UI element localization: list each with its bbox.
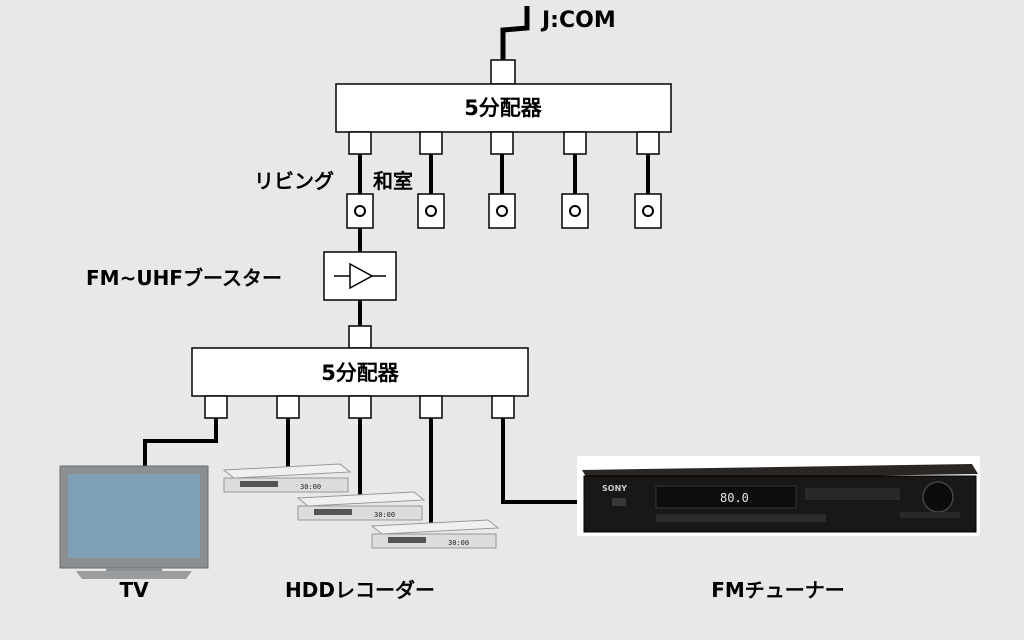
booster-label: FM~UHFブースター — [86, 266, 282, 290]
amplifier-icon — [334, 262, 386, 290]
living-room-label: リビング — [254, 169, 334, 193]
bottom-splitter-outputs — [204, 395, 515, 419]
bottom-splitter-label: 5分配器 — [321, 361, 400, 385]
wall-outlet — [488, 193, 516, 229]
tv-label: TV — [119, 578, 149, 602]
wall-outlets — [346, 193, 662, 229]
hdd-recorder-icon: 30:00 — [370, 519, 500, 549]
hdd-recorder-icon: 30:00 — [222, 463, 352, 493]
wall-outlet — [561, 193, 589, 229]
top-splitter-label: 5分配器 — [464, 96, 543, 120]
hdd-recorder-label: HDDレコーダー — [285, 578, 435, 602]
fm-tuner-icon: SONY 80.0 — [577, 456, 980, 536]
tv-icon — [59, 465, 209, 579]
wall-outlet — [417, 193, 445, 229]
bottom-splitter-input — [348, 325, 372, 349]
recorder-display: 30:00 — [300, 483, 321, 491]
hdd-recorder-icon: 30:00 — [296, 491, 426, 521]
antenna-label: J:COM — [540, 8, 616, 33]
fm-tuner-label: FMチューナー — [711, 578, 845, 602]
tuner-brand: SONY — [602, 484, 627, 493]
antenna-connector — [490, 59, 516, 85]
device-wires — [143, 418, 582, 524]
recorder-display: 30:00 — [448, 539, 469, 547]
wall-outlet — [346, 193, 374, 229]
tuner-display: 80.0 — [720, 491, 749, 505]
antenna-icon — [500, 6, 530, 60]
top-drop-wires — [358, 154, 650, 194]
washitsu-label: 和室 — [373, 169, 413, 193]
recorder-display: 30:00 — [374, 511, 395, 519]
top-splitter-outputs — [348, 131, 660, 155]
top-splitter — [335, 83, 672, 133]
bottom-splitter — [191, 347, 529, 397]
wall-outlet — [634, 193, 662, 229]
